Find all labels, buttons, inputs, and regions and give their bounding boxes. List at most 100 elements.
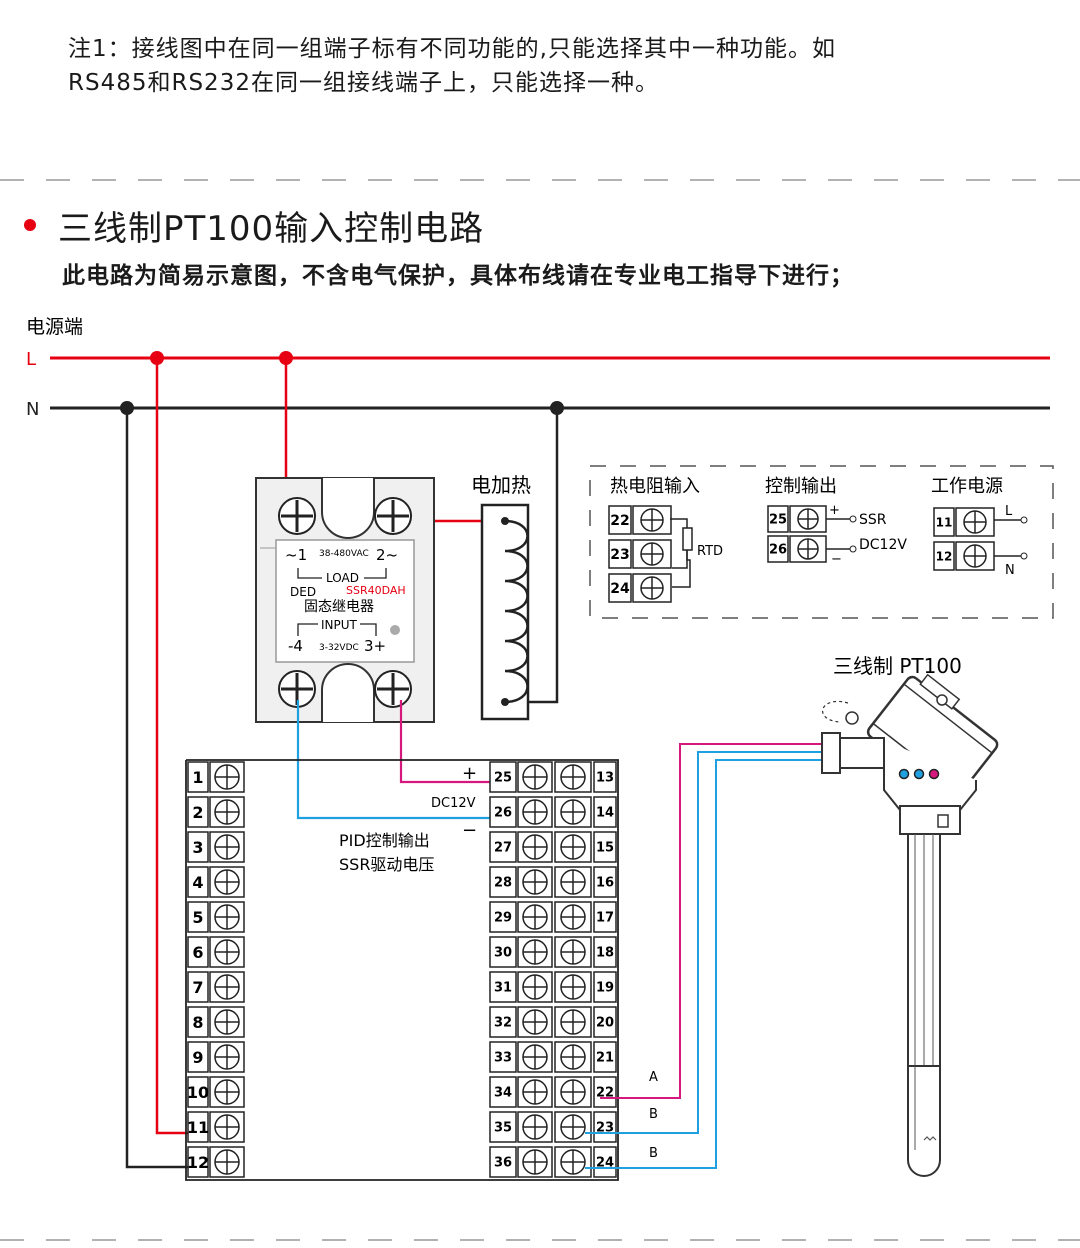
ssr-dc-voltage: 3-32VDC — [319, 643, 359, 653]
terminal-screw-icon — [554, 1006, 592, 1038]
terminal-right-18: 18 — [593, 936, 617, 968]
controller-dc12v: DC12V — [431, 796, 476, 811]
terminal-screw-icon — [517, 831, 553, 863]
terminal-left-1: 1 — [187, 761, 209, 793]
ssr-screw-icon — [278, 497, 316, 535]
terminal-screw-icon — [632, 573, 672, 603]
heater-label: 电加热 — [471, 473, 531, 497]
controller-plus: + — [462, 763, 477, 784]
terminal-left-6: 6 — [187, 936, 209, 968]
terminal-number: 23 — [610, 547, 629, 563]
wire-sensor-B1 — [585, 751, 920, 1134]
terminal-number: 20 — [596, 1016, 614, 1031]
terminal-left-12: 12 — [187, 1146, 209, 1178]
terminal-screw-icon — [517, 971, 553, 1003]
terminal-number: 1 — [192, 768, 203, 787]
legend-pwr-terminal-12: 12 — [933, 541, 955, 571]
terminal-screw-icon — [955, 541, 995, 571]
terminal-screw-icon — [554, 1076, 592, 1108]
legend-rtd-title: 热电阻输入 — [610, 476, 700, 497]
terminal-screw-icon — [517, 1076, 553, 1108]
terminal-number: 26 — [494, 806, 512, 821]
electric-heater: 电加热 — [471, 473, 531, 721]
ssr-dc-left: -4 — [288, 637, 303, 655]
note-line-1: 注1：接线图中在同一组端子标有不同功能的,只能选择其中一种功能。如 — [68, 36, 836, 62]
ssr-input-label: INPUT — [321, 618, 358, 632]
terminal-number: 24 — [610, 581, 630, 597]
terminal-screw-icon — [209, 866, 245, 898]
legend-ctrl-minus: − — [831, 552, 842, 567]
terminal-mid-27: 27 — [489, 831, 517, 863]
heater-coil-icon — [504, 519, 529, 704]
terminal-left-10: 10 — [187, 1076, 209, 1108]
terminal-screw-icon — [209, 1041, 245, 1073]
legend-ctrl-terminal-25: 25 — [767, 505, 789, 533]
ssr-screw-icon — [374, 670, 412, 708]
terminal-number: 4 — [192, 873, 203, 892]
wire-a-label: A — [649, 1070, 658, 1085]
terminal-number: 30 — [494, 946, 512, 961]
terminal-right-15: 15 — [593, 831, 617, 863]
terminal-screw-icon — [517, 866, 553, 898]
legend-ctrl-plus: + — [829, 503, 840, 518]
terminal-number: 3 — [192, 838, 203, 857]
terminal-mid-26: 26 — [489, 796, 517, 828]
terminal-number: 13 — [596, 771, 614, 786]
terminal-number: 22 — [610, 513, 629, 529]
ssr-brand: DED — [290, 585, 316, 599]
terminal-right-14: 14 — [593, 796, 617, 828]
terminal-screw-icon — [955, 507, 995, 537]
pid-output-line2: SSR驱动电压 — [339, 855, 434, 874]
ssr-ac-right: 2~ — [376, 546, 398, 564]
wiring-note: 注1：接线图中在同一组端子标有不同功能的,只能选择其中一种功能。如 RS485和… — [68, 32, 1028, 100]
terminal-mid-31: 31 — [489, 971, 517, 1003]
terminal-screw-icon — [789, 505, 827, 533]
terminal-screw-icon — [209, 1006, 245, 1038]
terminal-number: 28 — [494, 876, 512, 891]
terminal-number: 6 — [192, 943, 203, 962]
terminal-screw-icon — [209, 936, 245, 968]
terminal-number: 27 — [494, 841, 512, 856]
terminal-number: 15 — [596, 841, 614, 856]
terminal-screw-icon — [554, 1041, 592, 1073]
terminal-mid-25: 25 — [489, 761, 517, 793]
terminal-screw-icon — [517, 796, 553, 828]
section-subtitle: 此电路为简易示意图，不含电气保护，具体布线请在专业电工指导下进行； — [62, 263, 854, 289]
terminal-number: 36 — [494, 1156, 512, 1171]
legend-ctrl-dc: DC12V — [859, 537, 907, 553]
wire-sensor-A — [600, 743, 935, 1099]
terminal-number: 16 — [596, 876, 614, 891]
ssr-led-icon — [390, 625, 400, 635]
terminal-left-9: 9 — [187, 1041, 209, 1073]
legend-ctrl-ssr: SSR — [859, 512, 887, 528]
terminal-left-8: 8 — [187, 1006, 209, 1038]
controller: + DC12V − PID控制输出 SSR驱动电压 12345678910111… — [185, 759, 619, 1181]
terminal-number: 25 — [769, 513, 787, 528]
terminal-mid-28: 28 — [489, 866, 517, 898]
ssr-ac-left: ~1 — [285, 546, 307, 564]
terminal-number: 11 — [936, 515, 953, 529]
legend-ctrl-title: 控制输出 — [765, 476, 837, 497]
terminal-screw-icon — [517, 1146, 553, 1178]
terminal-number: 9 — [192, 1048, 203, 1067]
terminal-left-7: 7 — [187, 971, 209, 1003]
terminal-number: 12 — [936, 549, 953, 563]
legend-pwr-L: L — [1005, 504, 1013, 519]
terminal-screw-icon — [632, 505, 672, 535]
terminal-number: 25 — [494, 771, 512, 786]
terminal-number: 33 — [494, 1051, 512, 1066]
terminal-number: 24 — [596, 1156, 614, 1171]
terminal-screw-icon — [632, 539, 672, 569]
terminal-mid-32: 32 — [489, 1006, 517, 1038]
terminal-number: 26 — [769, 543, 787, 558]
legend-ctrl-terminal-26: 26 — [767, 535, 789, 563]
terminal-screw-icon — [517, 1111, 553, 1143]
ssr-ac-voltage: 38-480VAC — [319, 549, 369, 559]
terminal-number: 12 — [187, 1153, 209, 1172]
terminal-left-2: 2 — [187, 796, 209, 828]
terminal-left-5: 5 — [187, 901, 209, 933]
terminal-screw-icon — [517, 936, 553, 968]
terminal-number: 32 — [494, 1016, 512, 1031]
wire-ssr-plus-to-25 — [399, 700, 516, 784]
